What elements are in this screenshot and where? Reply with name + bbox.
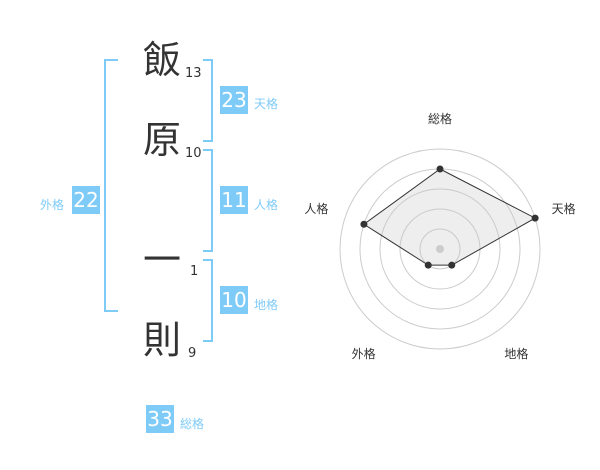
radar-ring bbox=[379, 188, 501, 310]
jinkaku-bracket bbox=[203, 149, 213, 252]
radar-area bbox=[363, 168, 537, 266]
name-char-1: 飯 bbox=[142, 38, 181, 82]
radar-ring bbox=[419, 228, 461, 270]
chikaku-label: 地格 bbox=[254, 298, 279, 312]
stroke-count-2: 10 bbox=[185, 146, 202, 161]
radar-axis-label: 総格 bbox=[428, 111, 452, 126]
chikaku-bracket bbox=[203, 259, 213, 342]
radar-axis-label: 外格 bbox=[352, 346, 376, 360]
chikaku-value: 10 bbox=[220, 286, 248, 314]
gaikaku-label: 外格 bbox=[40, 198, 65, 212]
stroke-count-1: 13 bbox=[185, 66, 202, 81]
radar-point bbox=[424, 261, 432, 269]
gaikaku-bracket bbox=[104, 59, 118, 312]
radar-axis-label: 地格 bbox=[504, 346, 528, 360]
stroke-count-4: 9 bbox=[188, 346, 197, 361]
jinkaku-value: 11 bbox=[220, 186, 248, 214]
radar-point bbox=[360, 220, 368, 228]
name-char-4: 則 bbox=[142, 318, 181, 362]
name-char-2: 原 bbox=[142, 118, 181, 162]
tenkaku-bracket bbox=[203, 59, 213, 142]
radar-axis-label: 天格 bbox=[552, 201, 576, 216]
soukaku-value: 33 bbox=[146, 405, 174, 433]
radar-point bbox=[436, 165, 444, 173]
radar-center bbox=[436, 245, 444, 253]
name-char-3: 一 bbox=[142, 238, 181, 282]
tenkaku-value: 23 bbox=[220, 86, 248, 114]
radar-ring bbox=[339, 148, 541, 350]
radar-point bbox=[448, 261, 456, 269]
radar-point bbox=[531, 214, 539, 222]
tenkaku-label: 天格 bbox=[254, 97, 279, 111]
radar-axis-label: 人格 bbox=[304, 201, 328, 216]
stroke-count-3: 1 bbox=[190, 264, 199, 279]
soukaku-label: 総格 bbox=[180, 417, 205, 431]
jinkaku-label: 人格 bbox=[254, 198, 279, 212]
gaikaku-value: 22 bbox=[72, 186, 100, 214]
